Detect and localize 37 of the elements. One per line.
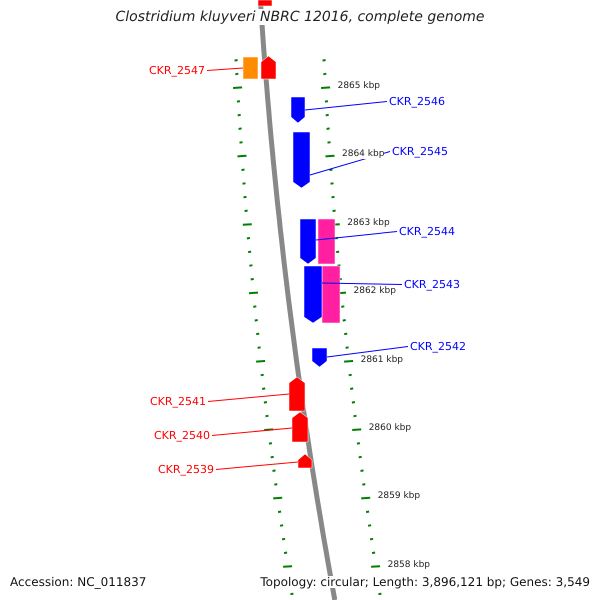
gene-label: CKR_2542 xyxy=(410,341,466,352)
scale-label: 2862 kbp xyxy=(354,287,396,296)
leader-line xyxy=(316,231,398,240)
scale-label: 2861 kbp xyxy=(360,356,403,365)
scale-label: 2860 kbp xyxy=(368,424,412,433)
gene-label: CKR_2546 xyxy=(389,96,446,107)
scale-label: 2858 kbp xyxy=(388,560,430,570)
leader-line xyxy=(216,462,298,470)
genome-info-text: Topology: circular; Length: 3,896,121 bp; Genes: 3,549 xyxy=(260,576,590,588)
gene-feature xyxy=(300,218,316,264)
gene-feature xyxy=(290,96,306,124)
gene-feature xyxy=(312,348,328,368)
gene-label: CKR_2540 xyxy=(154,430,210,441)
gene-feature xyxy=(242,56,258,80)
leader-line xyxy=(326,346,408,358)
gene-label: CKR_2541 xyxy=(150,396,206,407)
gene-label: CKR_2539 xyxy=(158,464,214,475)
scale-label: 2864 kbp xyxy=(342,150,384,160)
gene-label: CKR_2543 xyxy=(404,279,460,290)
scale-label: 2859 kbp xyxy=(378,492,420,502)
accession-text: Accession: NC_011837 xyxy=(10,576,146,588)
gene-label: CKR_2547 xyxy=(148,65,205,76)
gene-feature xyxy=(288,376,306,412)
scale-label: 2865 kbp xyxy=(338,82,380,91)
gene-feature xyxy=(304,266,322,324)
leader-line xyxy=(322,282,402,285)
leader-line xyxy=(206,68,244,71)
gene-feature xyxy=(292,132,310,188)
scale-label: 2863 kbp xyxy=(347,218,390,228)
gene-label: CKR_2545 xyxy=(392,146,448,157)
gene-feature xyxy=(292,412,308,442)
leader-line xyxy=(304,101,388,110)
gene-label: CKR_2544 xyxy=(399,226,456,237)
leader-line xyxy=(212,428,292,436)
gene-feature xyxy=(298,454,312,468)
leader-line xyxy=(208,394,290,402)
title: Clostridium kluyveri NBRC 12016, complete genome xyxy=(115,9,485,25)
